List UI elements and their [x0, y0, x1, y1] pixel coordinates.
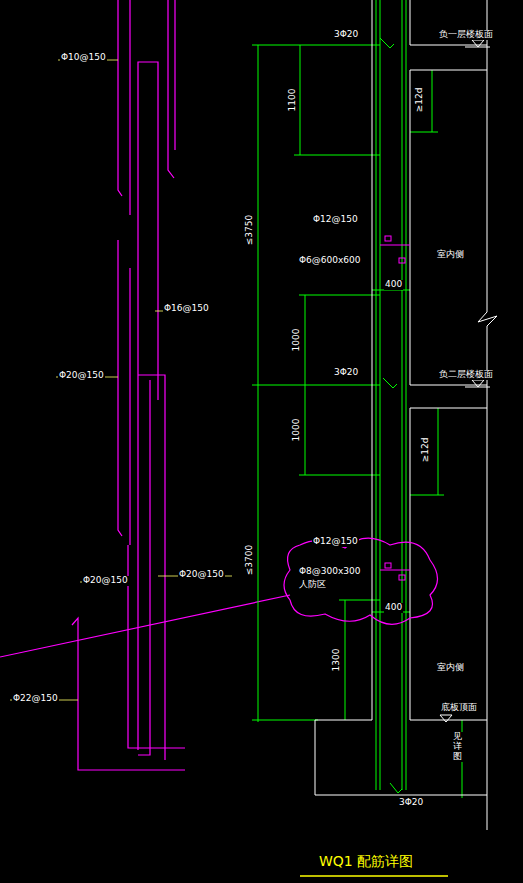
drawing-label: 1300 [332, 648, 342, 673]
drawing-label: 室内侧 [436, 250, 465, 260]
revision-cloud [284, 538, 438, 624]
tie-bar-marks [380, 236, 410, 580]
drawing-label: ≥12d [421, 437, 431, 464]
drawing-label: Φ20@150 [58, 371, 105, 381]
drawing-caption: WQ1 配筋详图 [318, 854, 414, 869]
caption-line [300, 875, 448, 877]
wall-outline [315, 0, 497, 830]
drawing-label: 见详图 [452, 732, 463, 762]
drawing-label: 室内侧 [436, 663, 465, 673]
drawing-label: 人防区 [298, 580, 327, 590]
drawing-label: 3Φ20 [398, 798, 424, 808]
drawing-label: ≤3700 [245, 544, 255, 576]
drawing-label: Φ10@150 [60, 53, 107, 63]
left-leaders [10, 60, 232, 700]
drawing-label: Φ20@150 [82, 576, 129, 586]
dimension-lines [252, 0, 462, 798]
drawing-label: Φ8@300x300 [298, 567, 362, 577]
drawing-label: Φ12@150 [312, 215, 359, 225]
drawing-label: 底板顶面 [440, 703, 478, 713]
drawing-label: ≤3750 [245, 214, 255, 246]
drawing-label: Φ16@150 [163, 304, 210, 314]
drawing-label: Φ22@150 [12, 694, 59, 704]
drawing-label: Φ6@600x600 [298, 256, 362, 266]
drawing-label: ≥12d [415, 87, 425, 114]
drawing-label: 负二层楼板面 [438, 370, 494, 380]
drawing-label: 3Φ20 [333, 30, 359, 40]
left-rebar [0, 0, 290, 770]
drawing-label: 1000 [292, 418, 302, 443]
drawing-label: 400 [384, 603, 403, 613]
drawing-label: 400 [384, 280, 403, 290]
drawing-label: 3Φ20 [333, 368, 359, 378]
drawing-label: 1100 [288, 88, 298, 113]
drawing-label: Φ12@150 [312, 537, 359, 547]
drawing-label: 1000 [292, 328, 302, 353]
drawing-label: 负一层楼板面 [438, 30, 494, 40]
drawing-label: Φ20@150 [178, 570, 225, 580]
